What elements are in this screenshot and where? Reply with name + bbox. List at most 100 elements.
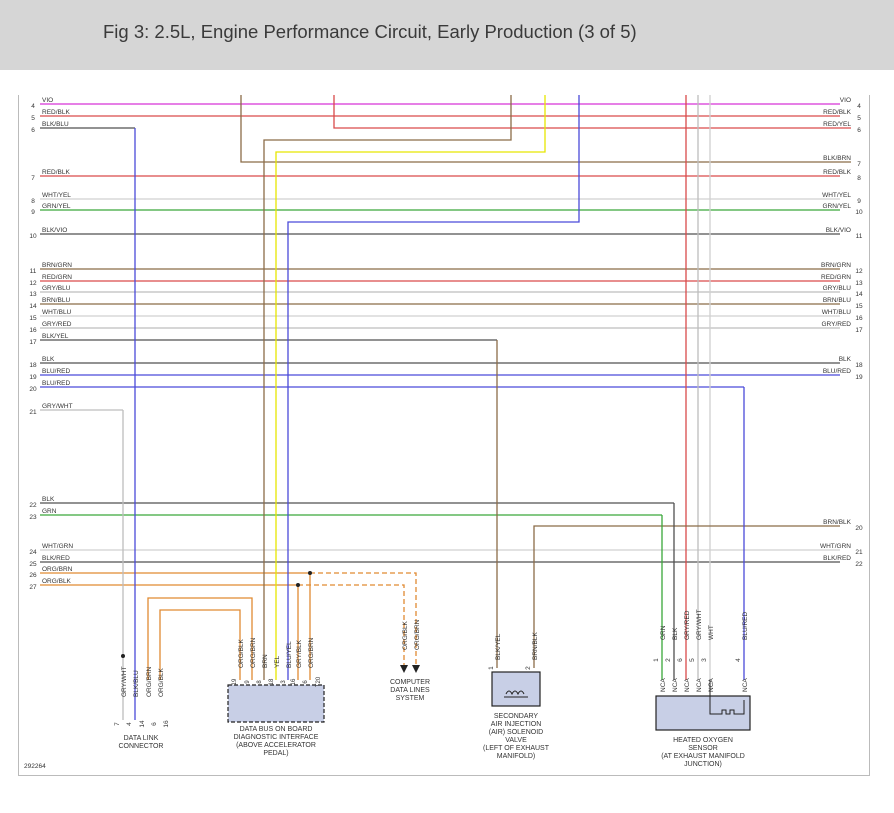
left-bus-label: GRY/BLU [42,285,71,292]
right-bus-label: BLK [839,356,852,363]
right-bus-label: BLK/RED [823,555,851,562]
right-bus-number: 21 [855,549,863,556]
o2-sensor-box [655,695,751,731]
left-bus-number: 21 [29,409,37,416]
air-label: (LEFT OF EXHAUST [483,745,550,752]
left-bus-number: 16 [29,327,37,334]
air-brn-blk-wire [533,525,840,668]
left-bus-label: BLK/YEL [42,333,69,340]
right-bus-number: 10 [855,209,863,216]
right-bus-label: WHT/BLU [822,309,852,316]
right-bus-label: WHT/YEL [822,192,851,199]
right-bus-label: RED/BLK [823,109,851,116]
right-bus-label: WHT/GRN [820,543,851,550]
computer-label: COMPUTER [390,679,430,686]
right-bus-label: GRN/YEL [822,203,851,210]
right-bus-label: BRN/BLU [823,297,851,304]
right-bus-label: VIO [840,97,851,104]
left-bus-number: 22 [29,502,37,509]
left-bus-number: 20 [29,386,37,393]
left-bus-label: VIO [42,97,53,104]
left-bus-label: RED/BLK [42,169,70,176]
figure-header: Fig 3: 2.5L, Engine Performance Circuit,… [0,0,894,70]
right-bus-label: GRY/BLU [823,285,852,292]
dlc-pin-wire-label: ORG/BLK [158,667,165,697]
dlc-label: CONNECTOR [119,743,164,750]
solenoid-coil-icon [504,690,528,698]
right-bus-label: BLK/BRN [823,155,851,162]
obd-pin-number: 9 [245,680,251,684]
left-bus-number: 11 [30,268,37,275]
right-bus-number: 4 [857,103,861,110]
o2-nca-label: NCA [742,678,749,692]
o2-pin-wire-label: GRY/RED [684,610,691,640]
o2-pin-number: 5 [689,658,696,662]
obd-pin-number: 3 [281,680,287,684]
right-bus-number: 15 [855,303,863,310]
splice-dot [308,571,312,575]
right-bus-number: 19 [855,374,863,381]
dlc-pin-wire-label: ORG/BRN [146,666,153,697]
right-bus-number: 16 [855,315,863,322]
dlc-label: DATA LINK [124,735,159,742]
dlc-pin-number: 4 [126,722,133,726]
left-bus-label: WHT/YEL [42,192,71,199]
air-label: MANIFOLD) [497,753,536,760]
right-bus-label: GRY/RED [822,321,852,328]
left-bus-number: 23 [29,514,37,521]
left-bus-label: BLK/RED [42,555,70,562]
right-bus-number: 18 [855,362,863,369]
left-bus-number: 24 [29,549,37,556]
computer-org-blk-wire [298,584,405,665]
dlc-pin-wire-label: BLK/BLU [133,670,140,697]
splice-dot [296,583,300,587]
right-bus-number: 13 [855,280,863,287]
obd-label: (ABOVE ACCELERATOR [236,742,316,749]
obd-label: DIAGNOSTIC INTERFACE [234,734,319,741]
left-bus-number: 27 [29,584,37,591]
left-bus-number: 9 [31,209,35,216]
left-bus-label: GRY/WHT [42,403,73,410]
left-bus-label: WHT/GRN [42,543,73,550]
obd-pin-number: T20 [316,676,322,687]
o2-pin-wire-label: GRY/WHT [696,609,703,640]
o2-pin-wire-label: WHT [708,625,715,640]
o2-pin-number: 4 [735,658,742,662]
right-bus-label: BLK/VIO [826,227,851,234]
left-bus-label: RED/BLK [42,109,70,116]
dlc-pin-wire-label: GRY/WHT [121,666,128,697]
arrow-icon [412,665,420,673]
right-bus-number: 12 [855,268,863,275]
air-label: SECONDARY [494,713,539,720]
left-bus-label: GRN/YEL [42,203,71,210]
left-bus-number: 7 [31,175,35,182]
left-bus-label: GRY/RED [42,321,72,328]
obd-pin-wire-label: YEL [274,655,281,668]
right-bus-number: 7 [857,161,861,168]
figure-id: 292264 [24,763,46,770]
right-bus-number: 14 [855,291,863,298]
dlc-pin-number: 14 [139,720,146,728]
air-solenoid-box [491,671,541,707]
feeder-red-yel [333,95,851,129]
o2-pin-number: 6 [677,658,684,662]
left-bus-label: BLK/BLU [42,121,69,128]
left-bus-label: WHT/BLU [42,309,72,316]
arrow-icon [400,665,408,673]
left-bus-label: GRN [42,508,57,515]
right-bus-number: 8 [857,175,861,182]
o2-pin-number: 3 [701,658,708,662]
left-bus-label: BRN/GRN [42,262,72,269]
obd-label: PEDAL) [263,750,288,757]
o2-label: HEATED OXYGEN [673,737,733,744]
o2-nca-label: NCA [708,678,715,692]
computer-pin-wire-label: ORG/BLK [402,620,409,650]
feeder-brn-blk [240,95,851,163]
o2-nca-label: NCA [660,678,667,692]
obd-pin-number: 19 [232,678,238,685]
left-bus-number: 12 [29,280,37,287]
obd-pin-wire-label: GRY/BLK [296,639,303,668]
feeder-yel [275,95,546,680]
left-bus-label: BLU/RED [42,368,70,375]
left-bus-number: 17 [29,339,37,346]
